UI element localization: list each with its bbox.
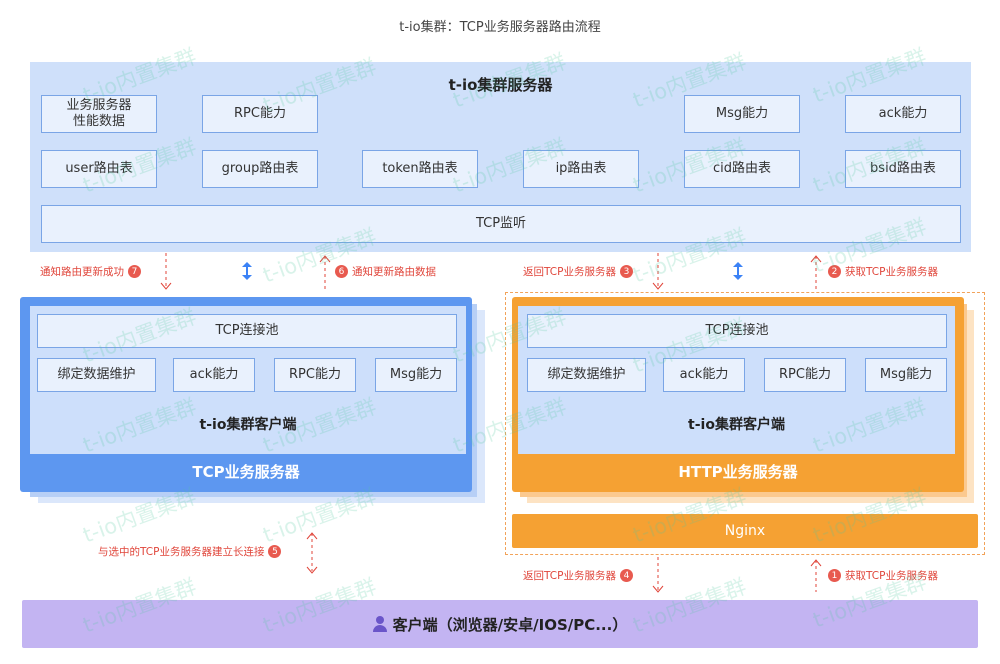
note-1-text: 获取TCP业务服务器 bbox=[845, 570, 938, 582]
http-ack-box: ack能力 bbox=[663, 358, 745, 392]
step-7-badge: 7 bbox=[128, 265, 141, 278]
cluster-perf-data-box: 业务服务器 性能数据 bbox=[41, 95, 157, 133]
group-route-table: group路由表 bbox=[202, 150, 318, 188]
note-4-text: 返回TCP业务服务器 bbox=[523, 570, 616, 582]
user-route-table: user路由表 bbox=[41, 150, 157, 188]
step-6-badge: 6 bbox=[335, 265, 348, 278]
http-msg-box: Msg能力 bbox=[865, 358, 947, 392]
cluster-server-title: t-io集群服务器 bbox=[448, 76, 553, 94]
cluster-msg-box: Msg能力 bbox=[684, 95, 800, 133]
note-3-text: 返回TCP业务服务器 bbox=[523, 266, 616, 278]
diagram-title: t-io集群：TCP业务服务器路由流程 bbox=[399, 20, 601, 35]
nginx-bar: Nginx bbox=[512, 514, 978, 548]
note-1: 1 获取TCP业务服务器 bbox=[828, 568, 938, 583]
tcp-listen-bar: TCP监听 bbox=[41, 205, 961, 243]
note-2: 2 获取TCP业务服务器 bbox=[828, 264, 938, 279]
step-2-badge: 2 bbox=[828, 265, 841, 278]
token-route-table: token路由表 bbox=[362, 150, 478, 188]
person-icon bbox=[372, 616, 387, 632]
client-bar: 客户端（浏览器/安卓/IOS/PC...） bbox=[22, 600, 978, 648]
client-label: 客户端（浏览器/安卓/IOS/PC...） bbox=[392, 615, 628, 634]
step-1-badge: 1 bbox=[828, 569, 841, 582]
note-2-text: 获取TCP业务服务器 bbox=[845, 266, 938, 278]
ip-route-table: ip路由表 bbox=[523, 150, 639, 188]
tcp-server-label: TCP业务服务器 bbox=[192, 463, 300, 481]
tcp-ack-box: ack能力 bbox=[173, 358, 255, 392]
bsid-route-table: bsid路由表 bbox=[845, 150, 961, 188]
tcp-cluster-client-label: t-io集群客户端 bbox=[199, 417, 297, 433]
http-connection-pool: TCP连接池 bbox=[527, 314, 947, 348]
http-bind-data-box: 绑定数据维护 bbox=[527, 358, 646, 392]
step-4-badge: 4 bbox=[619, 569, 633, 582]
note-6: 6 通知更新路由数据 bbox=[335, 264, 436, 279]
step-3-badge: 3 bbox=[619, 265, 633, 278]
cluster-ack-box: ack能力 bbox=[845, 95, 961, 133]
note-7-text: 通知路由更新成功 bbox=[40, 266, 124, 278]
tcp-msg-box: Msg能力 bbox=[375, 358, 457, 392]
http-group-dashed-border bbox=[505, 292, 985, 555]
note-7: 通知路由更新成功 7 bbox=[40, 264, 145, 279]
http-server-label: HTTP业务服务器 bbox=[678, 463, 798, 481]
http-rpc-box: RPC能力 bbox=[764, 358, 846, 392]
tcp-connection-pool: TCP连接池 bbox=[37, 314, 457, 348]
cluster-rpc-box: RPC能力 bbox=[202, 95, 318, 133]
tcp-bind-data-box: 绑定数据维护 bbox=[37, 358, 156, 392]
http-cluster-client-label: t-io集群客户端 bbox=[688, 417, 785, 433]
tcp-rpc-box: RPC能力 bbox=[274, 358, 356, 392]
cid-route-table: cid路由表 bbox=[684, 150, 800, 188]
note-6-text: 通知更新路由数据 bbox=[352, 266, 436, 278]
step-5-badge: 5 bbox=[268, 545, 282, 558]
note-5-text: 与选中的TCP业务服务器建立长连接 bbox=[98, 546, 265, 558]
